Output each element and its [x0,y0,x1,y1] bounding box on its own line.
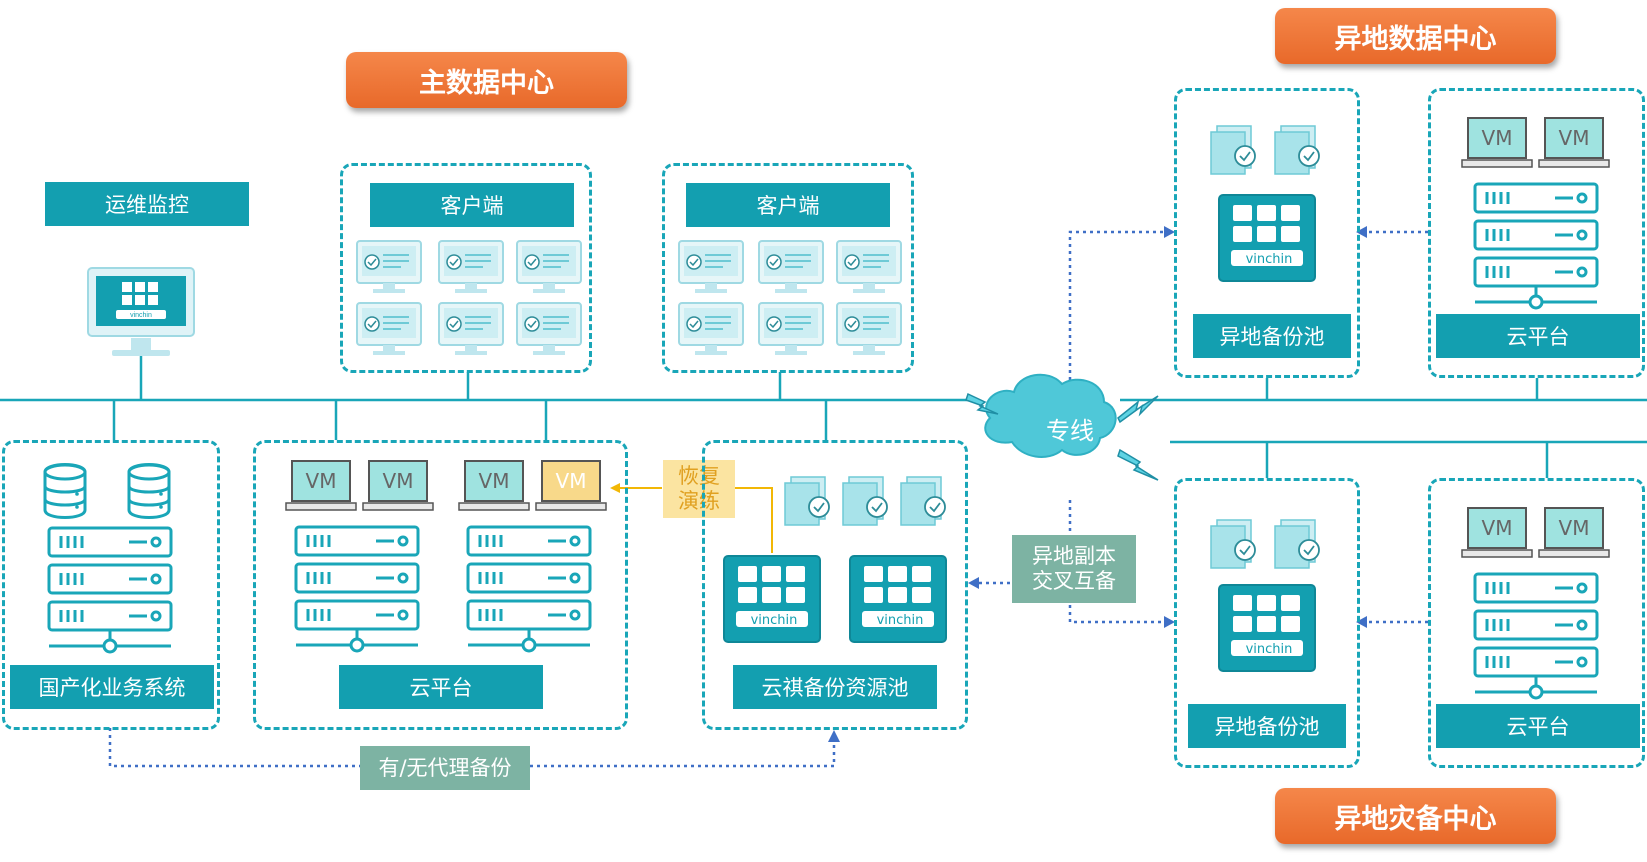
domestic-system-label: 国产化业务系统 [10,665,214,709]
cross-backup-label: 异地副本 交叉互备 [1012,535,1136,603]
vm-server-group [1461,507,1610,700]
remote-top-pool-label: 异地备份池 [1193,314,1351,358]
client-box-a: 客户端 [340,163,592,373]
remote-dr-title: 异地灾备中心 [1275,788,1556,844]
main-cloud-label: 云平台 [339,665,543,709]
vm-label: VM [305,469,337,493]
cloud-icon [984,373,1117,458]
vinchin-logo: vinchin [750,612,798,628]
vinchin-logo: vinchin [1245,641,1293,657]
private-line-label: 专线 [1046,416,1094,445]
vm-label: VM [1481,516,1513,540]
vm-label: VM [1558,126,1590,150]
monitor-icon: vinchin [87,267,195,356]
vm-label: VM [478,469,510,493]
vm-label-drill: VM [555,469,587,493]
remote-bottom-cloud-label: 云平台 [1436,704,1640,748]
client-monitors-a [356,240,582,356]
remote-top-cloud-box: VM VM 云平台 [1428,88,1645,378]
backup-pool-box: vinchin vinchin 云祺备份资源池 [702,440,968,730]
vm-label: VM [1558,516,1590,540]
remote-bottom-pool-box: vinchin 异地备份池 [1174,478,1360,768]
vm-server-group [1461,117,1610,310]
remote-dc-title: 异地数据中心 [1275,8,1556,64]
agent-backup-label: 有/无代理备份 [360,746,530,790]
domestic-system-box: 国产化业务系统 [2,440,220,730]
remote-bottom-pool-label: 异地备份池 [1188,704,1346,748]
main-dc-title: 主数据中心 [346,52,627,108]
client-monitors-b [678,240,902,356]
svg-text:vinchin: vinchin [130,312,152,319]
server-rack-icon [43,463,173,654]
lightning-icon [965,392,1159,481]
vm-label: VM [382,469,414,493]
vinchin-logo: vinchin [876,612,924,628]
client-label-b: 客户端 [686,183,890,227]
ops-monitor-label: 运维监控 [45,182,249,226]
vinchin-logo: vinchin [1245,251,1293,267]
remote-top-cloud-label: 云平台 [1436,314,1640,358]
vm-label: VM [1481,126,1513,150]
client-box-b: 客户端 [662,163,914,373]
client-label-a: 客户端 [370,183,574,227]
main-cloud-box: VM VM VM VM 云平台 [253,440,628,730]
remote-bottom-cloud-box: VM VM 云平台 [1428,478,1645,768]
restore-drill-label: 恢复 演练 [663,460,735,518]
remote-top-pool-box: vinchin 异地备份池 [1174,88,1360,378]
backup-pool-label: 云祺备份资源池 [733,665,937,709]
